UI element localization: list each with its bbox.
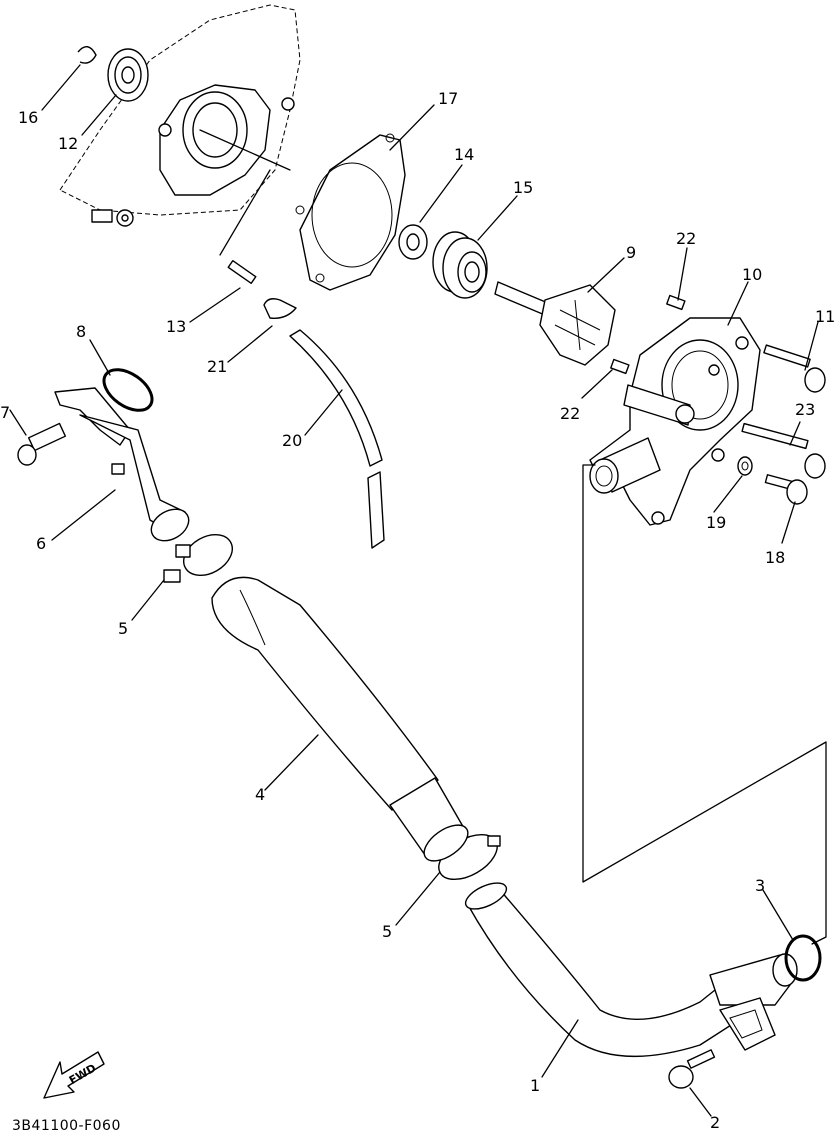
- hose-clip-21: [263, 298, 297, 319]
- callout-19: 19: [706, 513, 726, 532]
- circlip-16: [77, 46, 97, 64]
- callout-2: 2: [710, 1113, 720, 1132]
- callout-9: 9: [626, 243, 636, 262]
- callout-1: 1: [530, 1076, 540, 1095]
- callout-11: 11: [815, 307, 835, 326]
- assembly-bracket-line: [582, 464, 827, 945]
- bolt-18: [764, 474, 808, 505]
- pump-housing-10: [589, 317, 761, 526]
- gasket-17: [295, 133, 406, 291]
- breather-hose-20: [289, 329, 385, 549]
- oil-seal-14: [398, 224, 428, 260]
- o-ring-3: [784, 934, 822, 982]
- callout-16: 16: [18, 108, 38, 127]
- callout-23: 23: [795, 400, 815, 419]
- bolt-23: [741, 422, 826, 479]
- callout-15: 15: [513, 178, 533, 197]
- outlet-pipe-6: [54, 387, 190, 542]
- diagram-code: 3B41100-F060: [12, 1118, 121, 1132]
- callout-13: 13: [166, 317, 186, 336]
- callout-17: 17: [438, 89, 458, 108]
- callout-6: 6: [36, 534, 46, 553]
- bolt-7: [17, 422, 67, 466]
- dowel-pin-22-upper: [666, 294, 686, 311]
- callout-22-lower: 22: [560, 404, 580, 423]
- callout-5-lower: 5: [382, 922, 392, 941]
- callout-21: 21: [207, 357, 227, 376]
- callout-4: 4: [255, 785, 265, 804]
- washer-19: [737, 456, 753, 476]
- callout-10: 10: [742, 265, 762, 284]
- callout-20: 20: [282, 431, 302, 450]
- callout-3: 3: [755, 876, 765, 895]
- bearing-12: [107, 48, 149, 102]
- bolt-11: [763, 344, 826, 393]
- leader-lines: [9, 64, 819, 1117]
- crankcase-cover: [59, 4, 301, 227]
- water-hose-4: [211, 576, 469, 862]
- dowel-pin-22-lower: [610, 358, 630, 375]
- hose-clamp-5-upper: [163, 534, 233, 583]
- callout-22-upper: 22: [676, 229, 696, 248]
- impeller-shaft-9: [494, 281, 616, 366]
- mechanical-seal-15: [432, 231, 488, 299]
- fwd-arrow-icon: FWD: [43, 1051, 105, 1099]
- callout-8: 8: [76, 322, 86, 341]
- callout-18: 18: [765, 548, 785, 567]
- callout-7: 7: [0, 403, 10, 422]
- callout-12: 12: [58, 134, 78, 153]
- bolt-2: [668, 1049, 716, 1089]
- dowel-pin-13: [219, 169, 271, 285]
- o-ring-8: [102, 368, 154, 412]
- callout-14: 14: [454, 145, 474, 164]
- callout-5-upper: 5: [118, 619, 128, 638]
- water-pipe-1: [464, 882, 798, 1057]
